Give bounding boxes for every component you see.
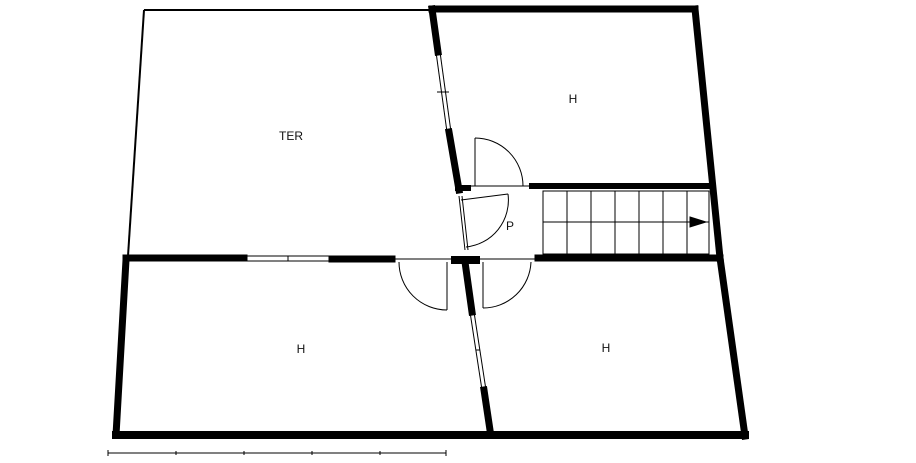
- wall-diag-c: [461, 258, 476, 316]
- scale-bar: [107, 450, 447, 456]
- wall-diag-a: [428, 5, 442, 56]
- room-label-bottom-left: H: [297, 342, 306, 356]
- wall-left: [112, 256, 130, 439]
- terrace-outline: [127, 9, 434, 257]
- walls: [112, 5, 749, 440]
- room-label-ter: TER: [279, 129, 303, 143]
- staircase: [542, 190, 710, 255]
- windows: [243, 51, 487, 391]
- wall-right-upper: [691, 5, 724, 262]
- stair-direction-arrow-icon: [689, 216, 708, 228]
- wall-diag-b: [444, 127, 464, 195]
- door-top-right-arc: [474, 137, 524, 187]
- doors: [392, 137, 538, 311]
- wall-diag-d: [480, 386, 494, 434]
- room-label-landing: P: [506, 219, 514, 233]
- door-bottom-right-arc: [482, 261, 532, 309]
- door-terrace-arc: [465, 193, 509, 248]
- wall-right-lower: [716, 254, 749, 440]
- room-label-bottom-right: H: [602, 341, 611, 355]
- room-label-top-right: H: [569, 92, 578, 106]
- door-terrace-leaf: [460, 193, 509, 201]
- door-bottom-left-arc: [398, 261, 448, 311]
